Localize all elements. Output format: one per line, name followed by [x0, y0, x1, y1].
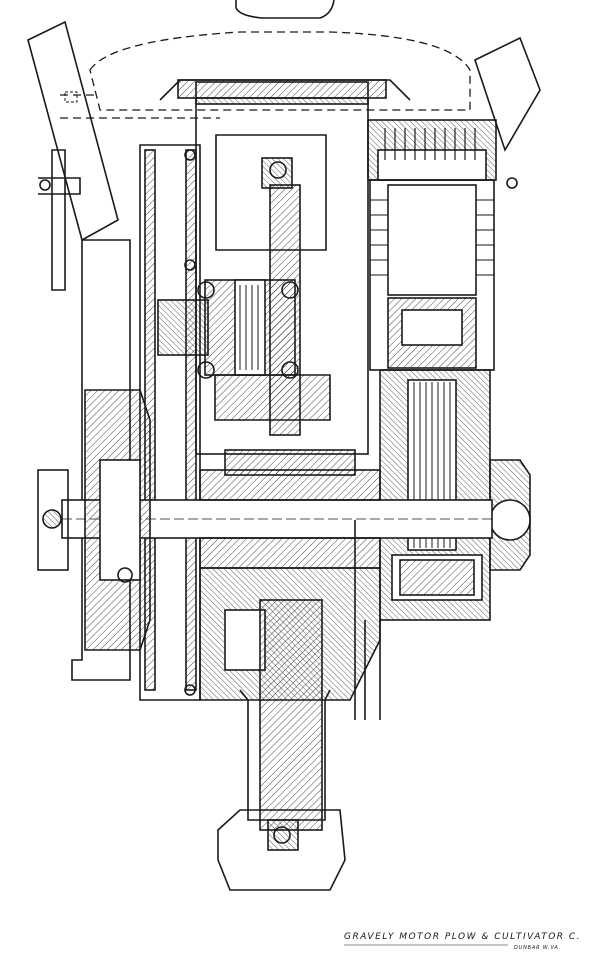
top-cap — [235, 0, 335, 19]
left-bracket-plate — [51, 149, 66, 291]
company-caption: GRAVELY MOTOR PLOW & CULTIVATOR C. — [344, 932, 582, 942]
lower-foot — [217, 809, 346, 891]
phantom-housing-outline — [89, 31, 471, 111]
left-handle-bar — [27, 20, 119, 242]
left-side-housing — [71, 239, 131, 681]
location-caption: DUNBAR W.VA. — [514, 945, 562, 951]
